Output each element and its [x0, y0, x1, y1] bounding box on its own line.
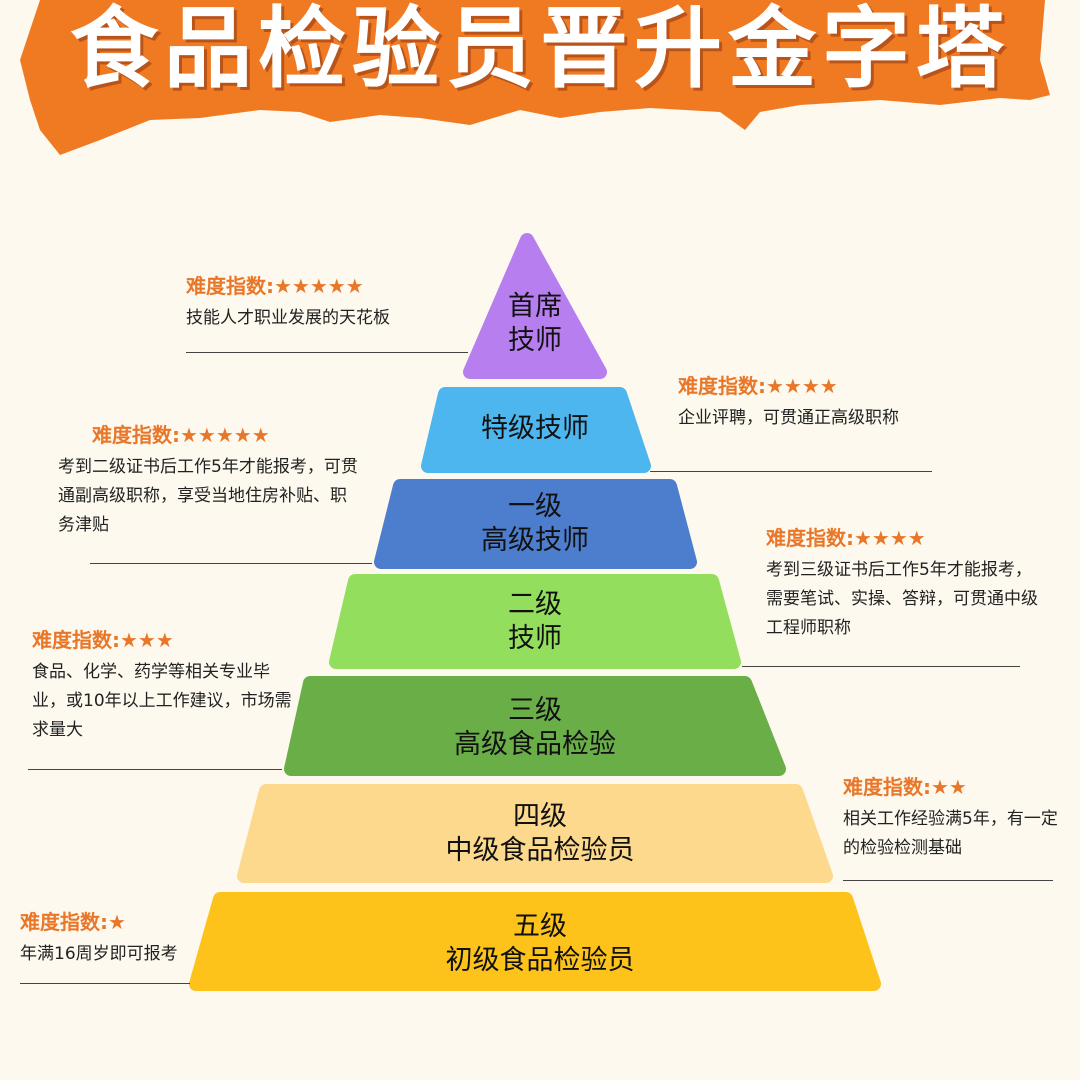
annotation-text: 技能人才职业发展的天花板: [186, 308, 390, 328]
annotation-level-3: 难度指数:★★★★★ 考到二级证书后工作5年才能报考，可贯通副高级职称，享受当地…: [58, 421, 372, 564]
page-title: 食品检验员晋升金字塔: [69, 0, 1010, 100]
divider-line: [90, 563, 372, 564]
annotation-text: 食品、化学、药学等相关专业毕业，或10年以上工作建议，市场需求量大: [32, 662, 292, 740]
level-3-line1: 一级: [508, 491, 562, 522]
level-2-shape: [421, 387, 651, 473]
level-6-line2: 中级食品检验员: [445, 835, 635, 866]
level-6-line1: 四级: [513, 801, 567, 832]
level-4-label: 二级技师: [508, 588, 562, 656]
level-3-label: 一级高级技师: [481, 490, 589, 558]
level-6-label: 四级中级食品检验员: [446, 800, 635, 868]
title-banner: [20, 0, 1050, 155]
level-2-line1: 特级技师: [481, 413, 589, 444]
level-3-line2: 高级技师: [481, 525, 589, 556]
level-2-label: 特级技师: [481, 412, 589, 446]
level-1-shape: [463, 233, 607, 379]
level-7-label: 五级初级食品检验员: [446, 910, 635, 978]
annotation-level-5: 难度指数:★★★ 食品、化学、药学等相关专业毕业，或10年以上工作建议，市场需求…: [28, 626, 302, 770]
difficulty-heading: 难度指数:★★★★★: [186, 274, 364, 298]
annotation-level-1: 难度指数:★★★★★ 技能人才职业发展的天花板: [186, 272, 468, 353]
difficulty-heading: 难度指数:★★★★: [678, 374, 838, 398]
annotation-text: 考到二级证书后工作5年才能报考，可贯通副高级职称，享受当地住房补贴、职务津贴: [58, 457, 358, 535]
level-6-shape: [237, 784, 833, 883]
annotation-level-2: 难度指数:★★★★ 企业评聘，可贯通正高级职称: [650, 372, 938, 472]
annotation-text: 考到三级证书后工作5年才能报考，需要笔试、实操、答辩，可贯通中级工程师职称: [766, 560, 1038, 638]
annotation-text: 相关工作经验满5年，有一定的检验检测基础: [843, 809, 1058, 858]
level-1-line1: 首席: [508, 291, 562, 322]
annotation-text: 年满16周岁即可报考: [20, 944, 178, 964]
level-5-label: 三级高级食品检验: [454, 694, 616, 762]
difficulty-heading: 难度指数:★★★★★: [92, 423, 270, 447]
divider-line: [186, 352, 468, 353]
level-7-shape: [189, 892, 881, 991]
level-7-line1: 五级: [513, 911, 567, 942]
annotation-level-6: 难度指数:★★ 相关工作经验满5年，有一定的检验检测基础: [843, 773, 1063, 881]
level-3-shape: [374, 479, 697, 569]
level-1-line2: 技师: [508, 325, 562, 356]
divider-line: [742, 666, 1020, 667]
level-1-label: 首席技师: [508, 290, 562, 358]
difficulty-heading: 难度指数:★★★: [32, 628, 174, 652]
annotation-level-7: 难度指数:★ 年满16周岁即可报考: [20, 908, 220, 984]
level-4-line1: 二级: [508, 589, 562, 620]
annotation-text: 企业评聘，可贯通正高级职称: [678, 408, 899, 428]
difficulty-heading: 难度指数:★: [20, 910, 126, 934]
divider-line: [650, 471, 932, 472]
difficulty-heading: 难度指数:★★★★: [766, 526, 926, 550]
divider-line: [20, 983, 190, 984]
level-4-line2: 技师: [508, 623, 562, 654]
annotation-level-4: 难度指数:★★★★ 考到三级证书后工作5年才能报考，需要笔试、实操、答辩，可贯通…: [742, 524, 1046, 667]
level-5-shape: [284, 676, 786, 776]
difficulty-heading: 难度指数:★★: [843, 775, 967, 799]
level-5-line2: 高级食品检验: [454, 729, 616, 760]
divider-line: [843, 880, 1053, 881]
level-7-line2: 初级食品检验员: [445, 945, 635, 976]
level-4-shape: [329, 574, 741, 669]
level-5-line1: 三级: [508, 695, 562, 726]
divider-line: [28, 769, 282, 770]
